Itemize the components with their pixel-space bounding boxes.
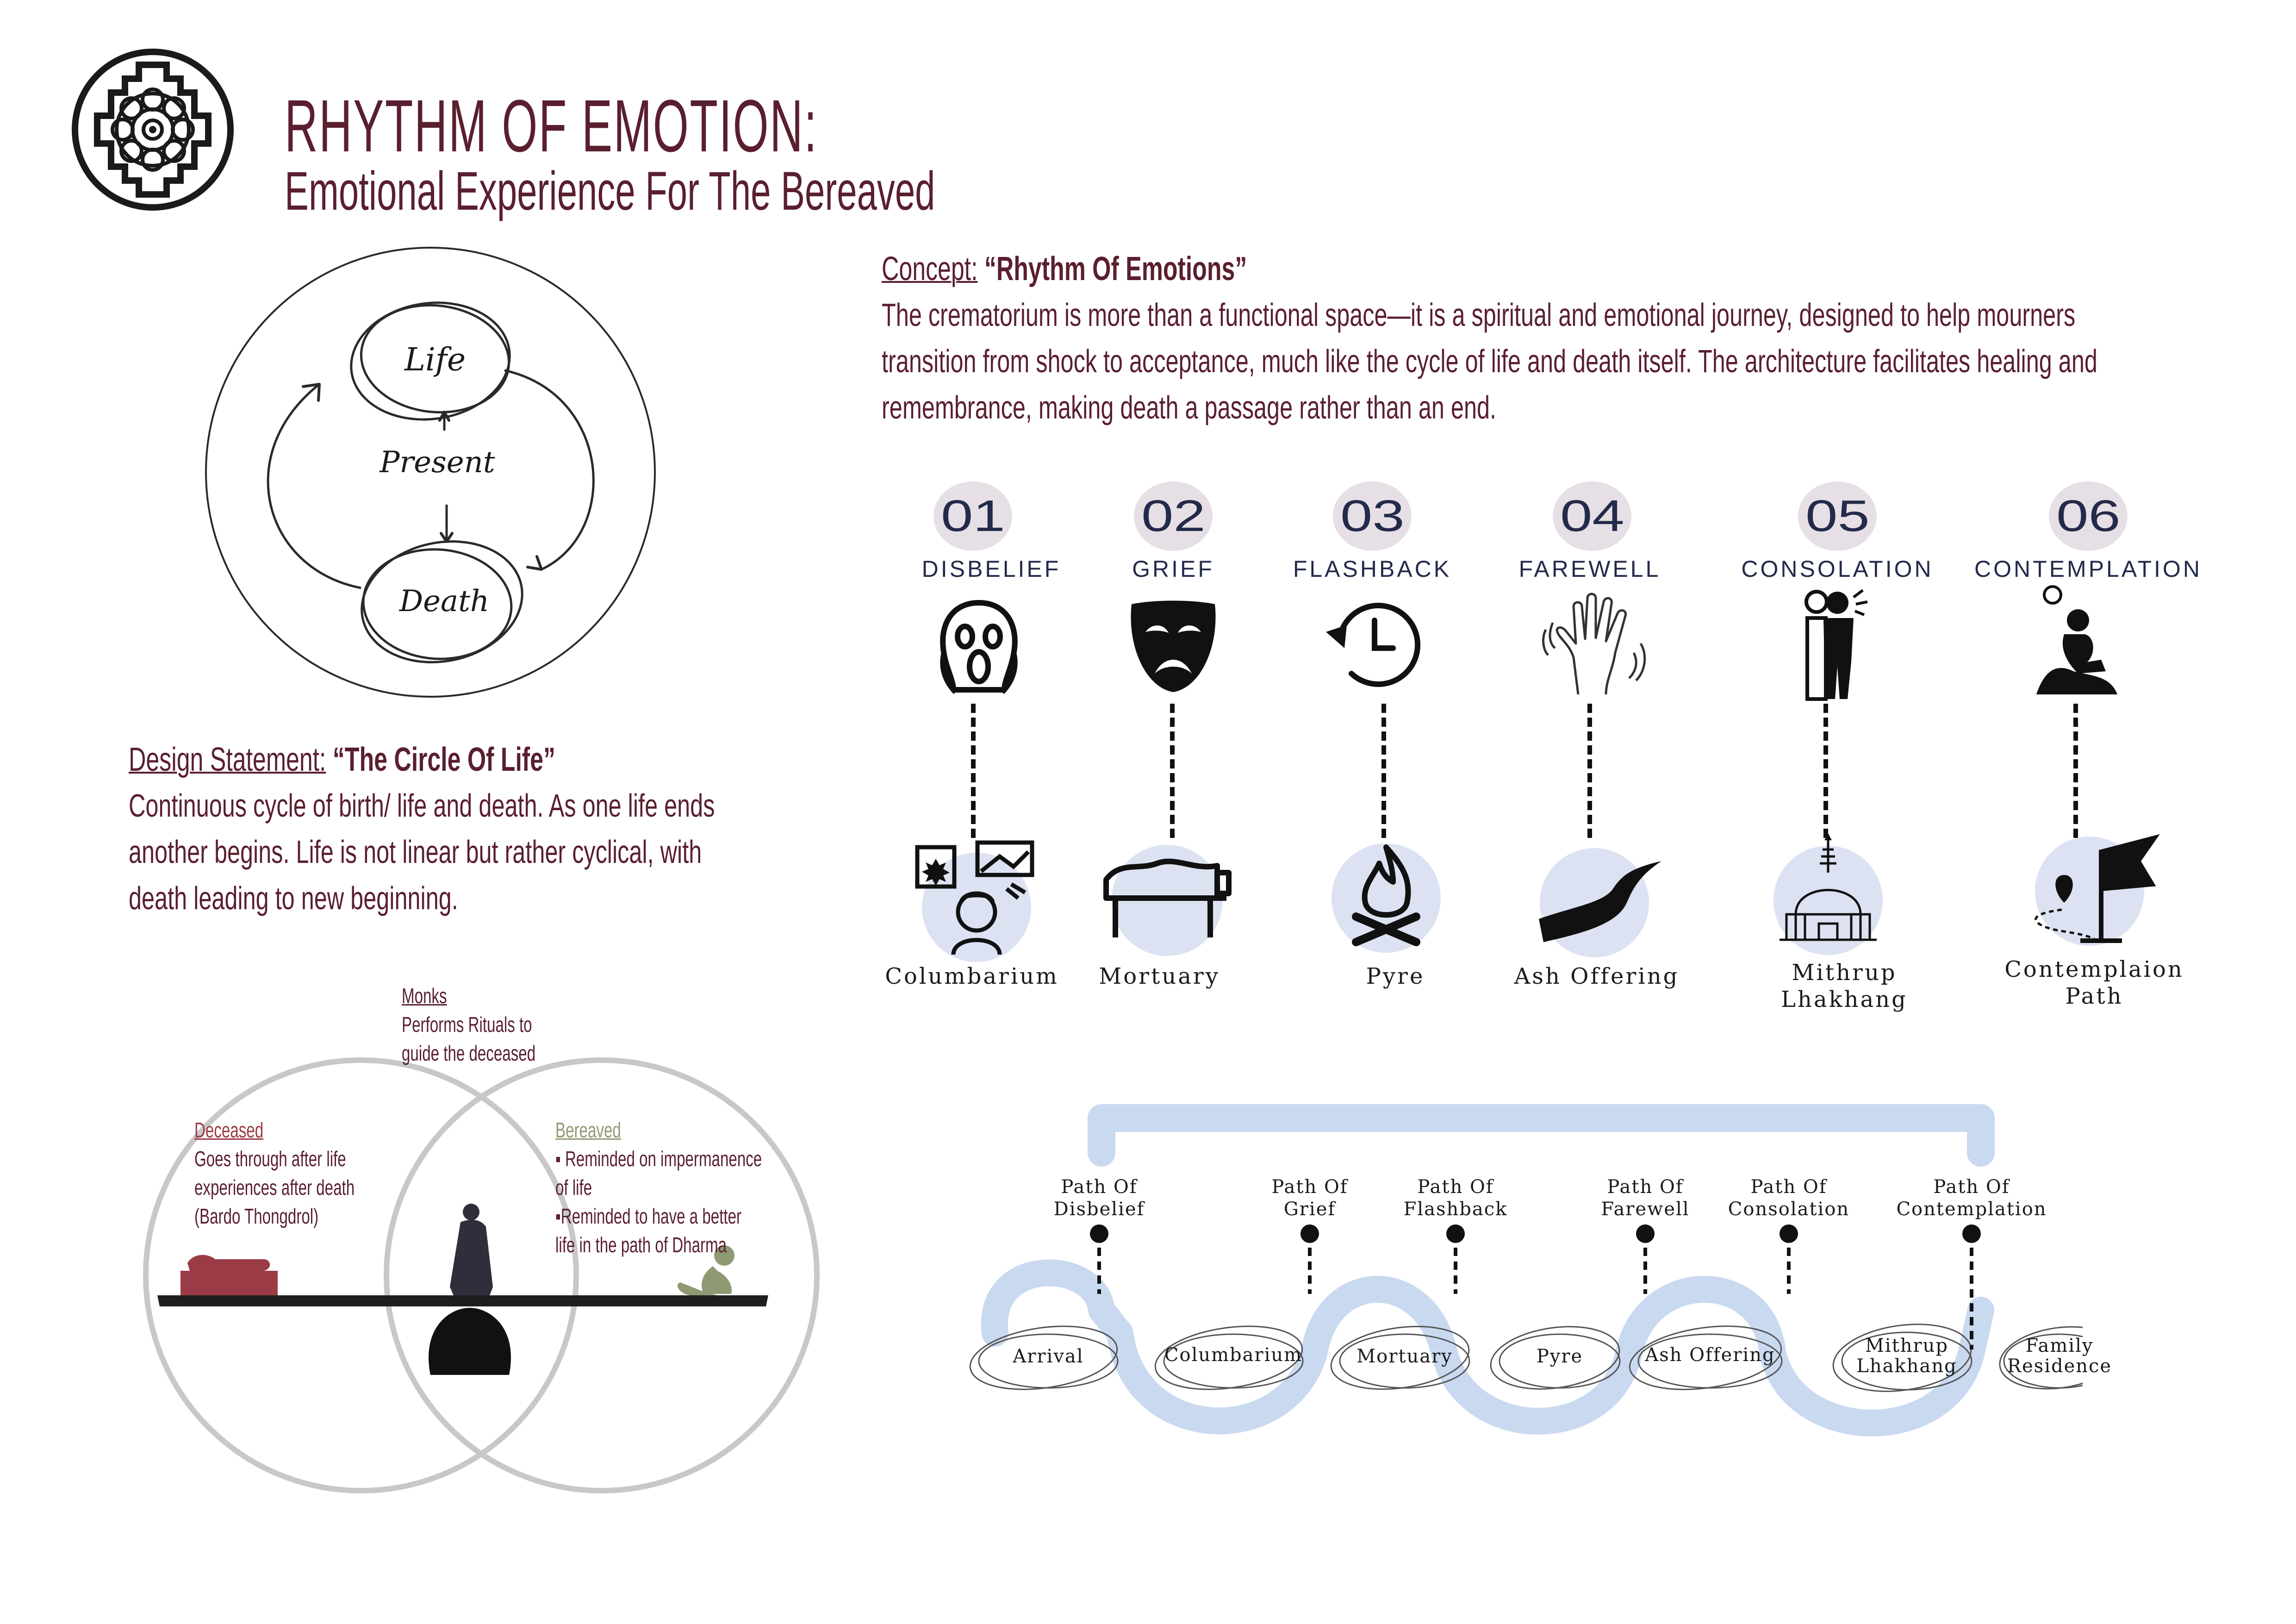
stage-number: 04 — [1553, 481, 1631, 551]
venn-deceased: Deceased Goes through after life experie… — [194, 1116, 355, 1230]
stage-connector — [1381, 704, 1386, 838]
river-icon — [1539, 848, 1661, 957]
node-label: Ash Offering — [1645, 1344, 1775, 1366]
cycle-death: Death — [399, 584, 489, 618]
stage-label: FAREWELL — [1518, 556, 1661, 582]
space-label: Columbarium — [885, 963, 1059, 989]
venn-monks-title: Monks — [402, 984, 447, 1008]
stage-label: CONTEMPLATION — [1974, 556, 2202, 582]
node-label: Pyre — [1536, 1346, 1583, 1367]
concept-line: transition from shock to acceptance, muc… — [882, 343, 2097, 379]
node-label: Arrival — [1013, 1346, 1084, 1367]
mortuary-table-icon — [1103, 845, 1232, 956]
page-subtitle: Emotional Experience For The Bereaved — [285, 161, 935, 222]
node-label: Columbarium — [1164, 1344, 1303, 1366]
columbarium-icon — [915, 840, 1034, 962]
concept-line: remembrance, making death a passage rath… — [882, 389, 1497, 425]
design-line: Continuous cycle of birth/ life and deat… — [129, 787, 715, 824]
stage-number: 02 — [1134, 481, 1213, 551]
design-statement-text: Continuous cycle of birth/ life and deat… — [129, 782, 782, 921]
stage-label: DISBELIEF — [921, 556, 1061, 582]
stage-connector — [1823, 704, 1828, 838]
stage-connector — [1587, 704, 1592, 838]
venn-diagram — [143, 1057, 820, 1493]
space-label: Mortuary — [1099, 963, 1220, 989]
stage-number: 05 — [1798, 481, 1877, 551]
stage-number: 03 — [1333, 481, 1412, 551]
stage-number: 01 — [933, 481, 1012, 551]
stage-label: FLASHBACK — [1293, 556, 1452, 582]
design-statement-heading: Design Statement: “The Circle Of Life” — [129, 741, 555, 779]
concept-text: The crematorium is more than a functiona… — [882, 292, 2296, 431]
venn-monks: Monks Performs Rituals to guide the dece… — [402, 981, 535, 1068]
stupa-icon — [1773, 833, 1883, 955]
journey-ribbon — [969, 1104, 2083, 1437]
space-label: Mithrup Lhakhang — [1781, 960, 1908, 1012]
cycle-life: Life — [404, 342, 466, 378]
concept-name: “Rhythm Of Emotions” — [984, 250, 1247, 287]
life-cycle-diagram: Life Present Death — [205, 247, 656, 698]
concept-heading: Concept: “Rhythm Of Emotions” — [882, 250, 1247, 288]
seesaw-fulcrum — [429, 1308, 511, 1375]
clock-rewind-icon — [1326, 602, 1421, 687]
space-label: Pyre — [1366, 963, 1425, 989]
bereaved-figure — [677, 1245, 734, 1295]
mandala-logo — [72, 49, 234, 211]
sitting-person-icon — [2036, 585, 2117, 694]
venn-bereaved-title: Bereaved — [555, 1118, 621, 1142]
design-statement-label: Design Statement: — [129, 741, 326, 778]
design-line: another begins. Life is not linear but r… — [129, 834, 702, 870]
sad-mask-icon — [1131, 600, 1216, 692]
stage-connector — [1170, 704, 1175, 838]
seesaw-plank — [157, 1295, 768, 1306]
cycle-present: Present — [379, 445, 495, 480]
stage-label: CONSOLATION — [1741, 556, 1934, 582]
design-statement-name: “The Circle Of Life” — [332, 741, 555, 778]
node-label: Mortuary — [1356, 1346, 1453, 1367]
design-line: death leading to new beginning. — [129, 880, 458, 916]
screaming-face-icon — [940, 600, 1018, 694]
space-label: Ash Offering — [1514, 963, 1680, 989]
deceased-table — [180, 1271, 278, 1295]
venn-bereaved: Bereaved ▪ Reminded on impermanence of l… — [555, 1116, 762, 1259]
stage-connector — [2073, 704, 2078, 838]
stage-connector — [971, 704, 976, 838]
stage-label: GRIEF — [1132, 556, 1214, 582]
concept-label: Concept: — [882, 250, 978, 287]
space-label: Contemplaion Path — [2004, 956, 2184, 1009]
concept-line: The crematorium is more than a functiona… — [882, 297, 2076, 333]
page-title: RHYTHM OF EMOTION: — [285, 84, 818, 167]
stage-number: 06 — [2049, 481, 2128, 551]
monk-figure — [450, 1204, 493, 1295]
flag-path-icon — [2035, 834, 2160, 946]
deceased-figure — [187, 1255, 270, 1271]
venn-deceased-title: Deceased — [194, 1118, 264, 1142]
waving-hand-icon — [1542, 593, 1646, 695]
hugging-people-icon — [1804, 589, 1868, 701]
fire-icon — [1332, 843, 1441, 953]
